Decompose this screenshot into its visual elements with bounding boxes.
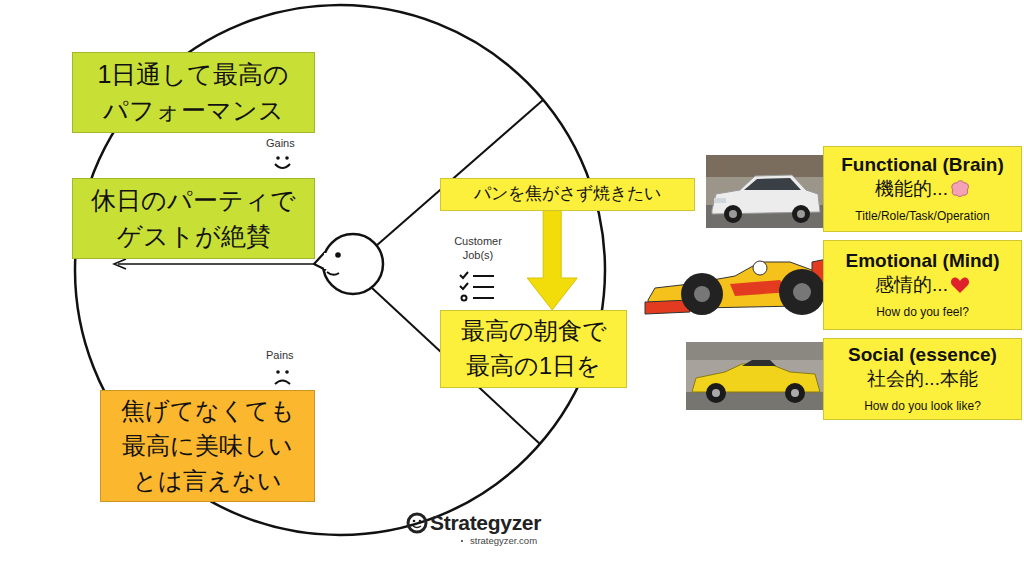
box-subheading: 感情的... xyxy=(875,273,948,298)
checklist-icon xyxy=(460,272,494,301)
box-text: 休日のパーティで ゲストが絶賛 xyxy=(81,182,306,255)
box-text: パンを焦がさず焼きたい xyxy=(474,182,661,207)
pain-box: 焦げてなくても 最高に美味しい とは言えない xyxy=(100,390,315,502)
box-note: How do you feel? xyxy=(876,305,969,321)
sedan-photo xyxy=(706,155,823,228)
text-row: 感情的... xyxy=(875,273,970,298)
job-type-box: Functional (Brain)機能的... Title/Role/Task/… xyxy=(823,146,1022,232)
job-type-box: Emotional (Mind)感情的... How do you feel? xyxy=(823,240,1022,330)
section-label: Gains xyxy=(266,137,306,151)
box-text: 最高の朝食で 最高の1日を xyxy=(449,314,618,384)
roadster-photo xyxy=(686,342,823,410)
section-label: Customer Job(s) xyxy=(446,235,510,263)
sector-line xyxy=(376,100,543,246)
box-heading: Social (essence) xyxy=(848,343,997,367)
box-note: Title/Role/Task/Operation xyxy=(855,209,989,225)
customer-face xyxy=(314,234,383,294)
gain-box: 1日通して最高の パフォーマンス xyxy=(72,52,315,133)
box-note: How do you look like? xyxy=(864,399,981,415)
box-text: 焦げてなくても 最高に美味しい とは言えない xyxy=(109,394,306,498)
profile-circle xyxy=(75,5,605,535)
box-subheading: 社会的...本能 xyxy=(867,367,978,392)
brain-icon xyxy=(950,180,970,198)
text-row: 機能的... xyxy=(875,177,970,202)
job-box: 最高の朝食で 最高の1日を xyxy=(440,310,627,388)
box-heading: Emotional (Mind) xyxy=(845,249,999,273)
direction-head xyxy=(114,259,126,269)
job-type-box: Social (essence)社会的...本能 How do you look … xyxy=(823,338,1022,420)
gain-box: 休日のパーティで ゲストが絶賛 xyxy=(72,178,315,259)
formula-car xyxy=(645,258,832,315)
job-box: パンを焦がさず焼きたい xyxy=(440,178,695,211)
heart-icon xyxy=(950,276,970,294)
box-subheading: 機能的... xyxy=(875,177,948,202)
pain-frown xyxy=(275,370,290,384)
brand-url: strategyzer.com xyxy=(470,535,570,547)
block-arrow xyxy=(527,211,577,310)
box-heading: Functional (Brain) xyxy=(841,153,1004,177)
box-text: 1日通して最高の パフォーマンス xyxy=(81,56,306,129)
brand-name: Strategyzer xyxy=(430,510,570,536)
direction-line xyxy=(118,263,322,265)
gain-smiley xyxy=(275,156,290,168)
section-label: Pains xyxy=(266,349,306,363)
